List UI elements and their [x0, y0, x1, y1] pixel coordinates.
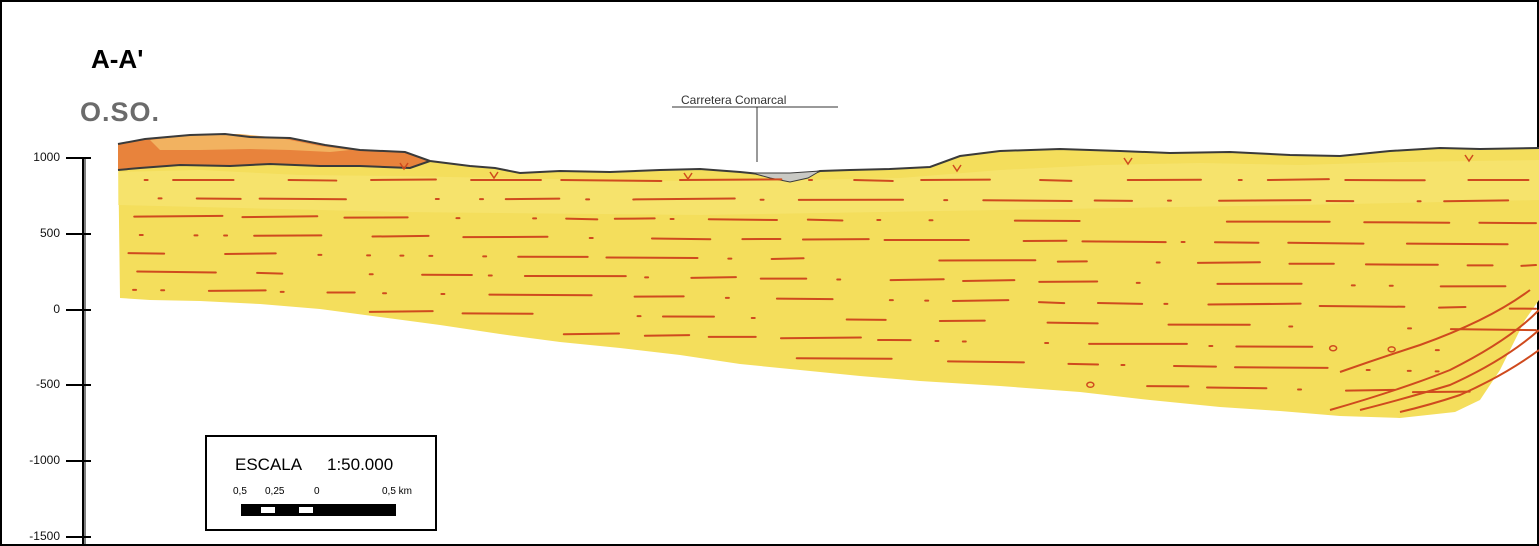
stratum-line: [1407, 244, 1508, 245]
stratum-line: [1320, 306, 1405, 307]
axis-tick-label: 1000: [12, 150, 60, 164]
stratum-line: [289, 180, 337, 181]
orientation-label: O.SO.: [80, 97, 160, 128]
stratum-line: [1040, 180, 1071, 181]
stratum-line: [953, 300, 1008, 301]
section-title: A-A': [91, 44, 143, 75]
stratum-line: [489, 295, 591, 296]
stratum-line: [506, 199, 560, 200]
stratum-line: [1364, 222, 1449, 223]
stratum-line: [633, 198, 735, 199]
scale-bar-segment: [261, 507, 275, 513]
stratum-line: [564, 334, 619, 335]
stratum-line: [371, 179, 436, 180]
axis-ticks: [66, 158, 91, 537]
stratum-line: [680, 179, 781, 180]
stratum-line: [983, 200, 1071, 201]
stratum-line: [652, 238, 710, 239]
stratum-line: [1439, 307, 1465, 308]
stratum-line: [781, 338, 861, 339]
stratum-line: [370, 311, 433, 312]
stratum-line: [1174, 366, 1216, 367]
stratum-line: [137, 272, 216, 273]
stratum-line: [1039, 302, 1064, 303]
stratum-line: [257, 273, 282, 274]
stratum-line: [1288, 243, 1363, 244]
stratum-line: [1235, 367, 1328, 368]
stratum-line: [242, 216, 317, 217]
stratum-line: [1346, 390, 1394, 391]
stratum-line: [1068, 364, 1098, 365]
axis-tick-label: -1500: [12, 529, 60, 543]
stratum-line: [709, 219, 777, 220]
road-label: Carretera Comarcal: [681, 93, 786, 107]
stratum-line: [948, 361, 1024, 362]
scale-bar-label: 0,5: [233, 486, 247, 497]
scale-legend: ESCALA 1:50.000 0,5 0,25 0 0,5 km: [205, 435, 437, 531]
stratum-line: [260, 199, 346, 200]
scale-bar-label: 0,25: [265, 486, 284, 497]
scale-bar: [241, 504, 396, 516]
stratum-line: [1082, 241, 1165, 242]
stratum-line: [1048, 323, 1098, 324]
stratum-line: [1268, 179, 1329, 180]
stratum-line: [777, 299, 833, 300]
stratum-line: [1521, 265, 1536, 266]
stratum-line: [645, 335, 689, 336]
stratum-line: [225, 253, 276, 254]
stratum-line: [891, 279, 944, 280]
stratum-line: [1098, 303, 1142, 304]
stratum-line: [1451, 329, 1536, 330]
stratum-line: [854, 180, 893, 181]
scale-bar-label: 0: [314, 486, 320, 497]
stratum-line: [1198, 262, 1260, 263]
stratum-line: [1219, 200, 1310, 201]
scale-bar-segment: [299, 507, 313, 513]
stratum-line: [1208, 304, 1300, 305]
stratum-line: [963, 280, 1014, 281]
scale-title: ESCALA: [235, 455, 302, 475]
stratum-line: [566, 219, 597, 220]
stratum-line: [561, 180, 661, 181]
stratum-line: [691, 277, 736, 278]
axis-tick-label: -1000: [12, 453, 60, 467]
axis-tick-label: 0: [12, 302, 60, 316]
scale-bar-label: 0,5 km: [382, 486, 412, 497]
stratum-line: [1207, 387, 1266, 388]
axis-tick-label: -500: [12, 377, 60, 391]
axis-tick-label: 500: [12, 226, 60, 240]
stratum-line: [372, 236, 428, 237]
stratum-line: [772, 258, 804, 259]
stratum-line: [1444, 200, 1508, 201]
stratum-line: [134, 216, 222, 217]
stratum-line: [808, 220, 843, 221]
scale-ratio: 1:50.000: [327, 455, 393, 475]
